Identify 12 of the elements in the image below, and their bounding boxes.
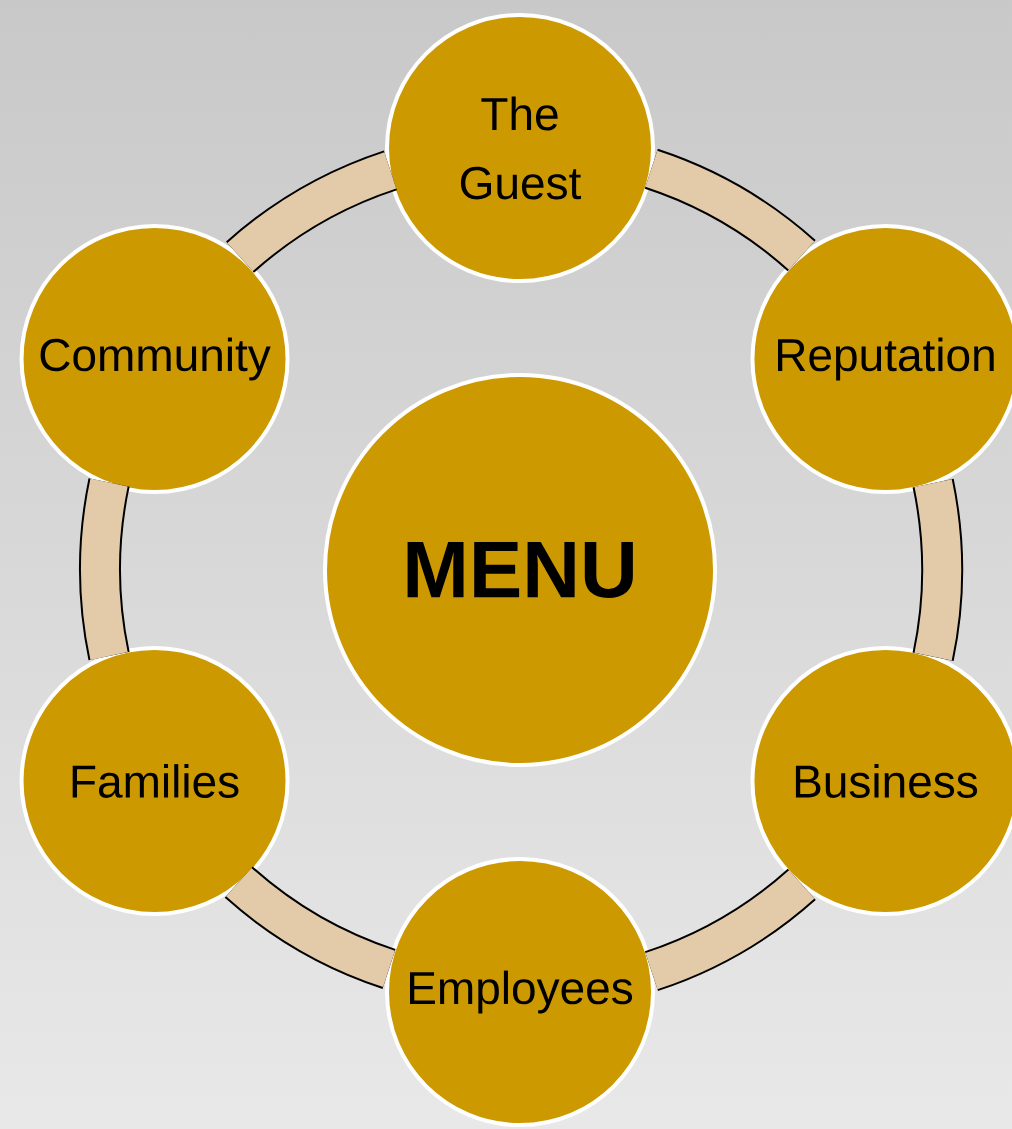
circle-node: The Guest: [385, 13, 655, 283]
ring-band: [912, 479, 964, 661]
ring-band: [225, 866, 396, 989]
circle-node: Employees: [385, 857, 655, 1127]
ring-band: [226, 150, 398, 273]
circle-node: Business: [750, 646, 1012, 916]
ring-band: [644, 868, 816, 991]
ring-band: [644, 148, 816, 272]
ring-band: [79, 478, 130, 660]
circle-node: Community: [19, 224, 290, 494]
circle-node: Families: [19, 646, 290, 916]
circle-node: Reputation: [750, 224, 1012, 494]
